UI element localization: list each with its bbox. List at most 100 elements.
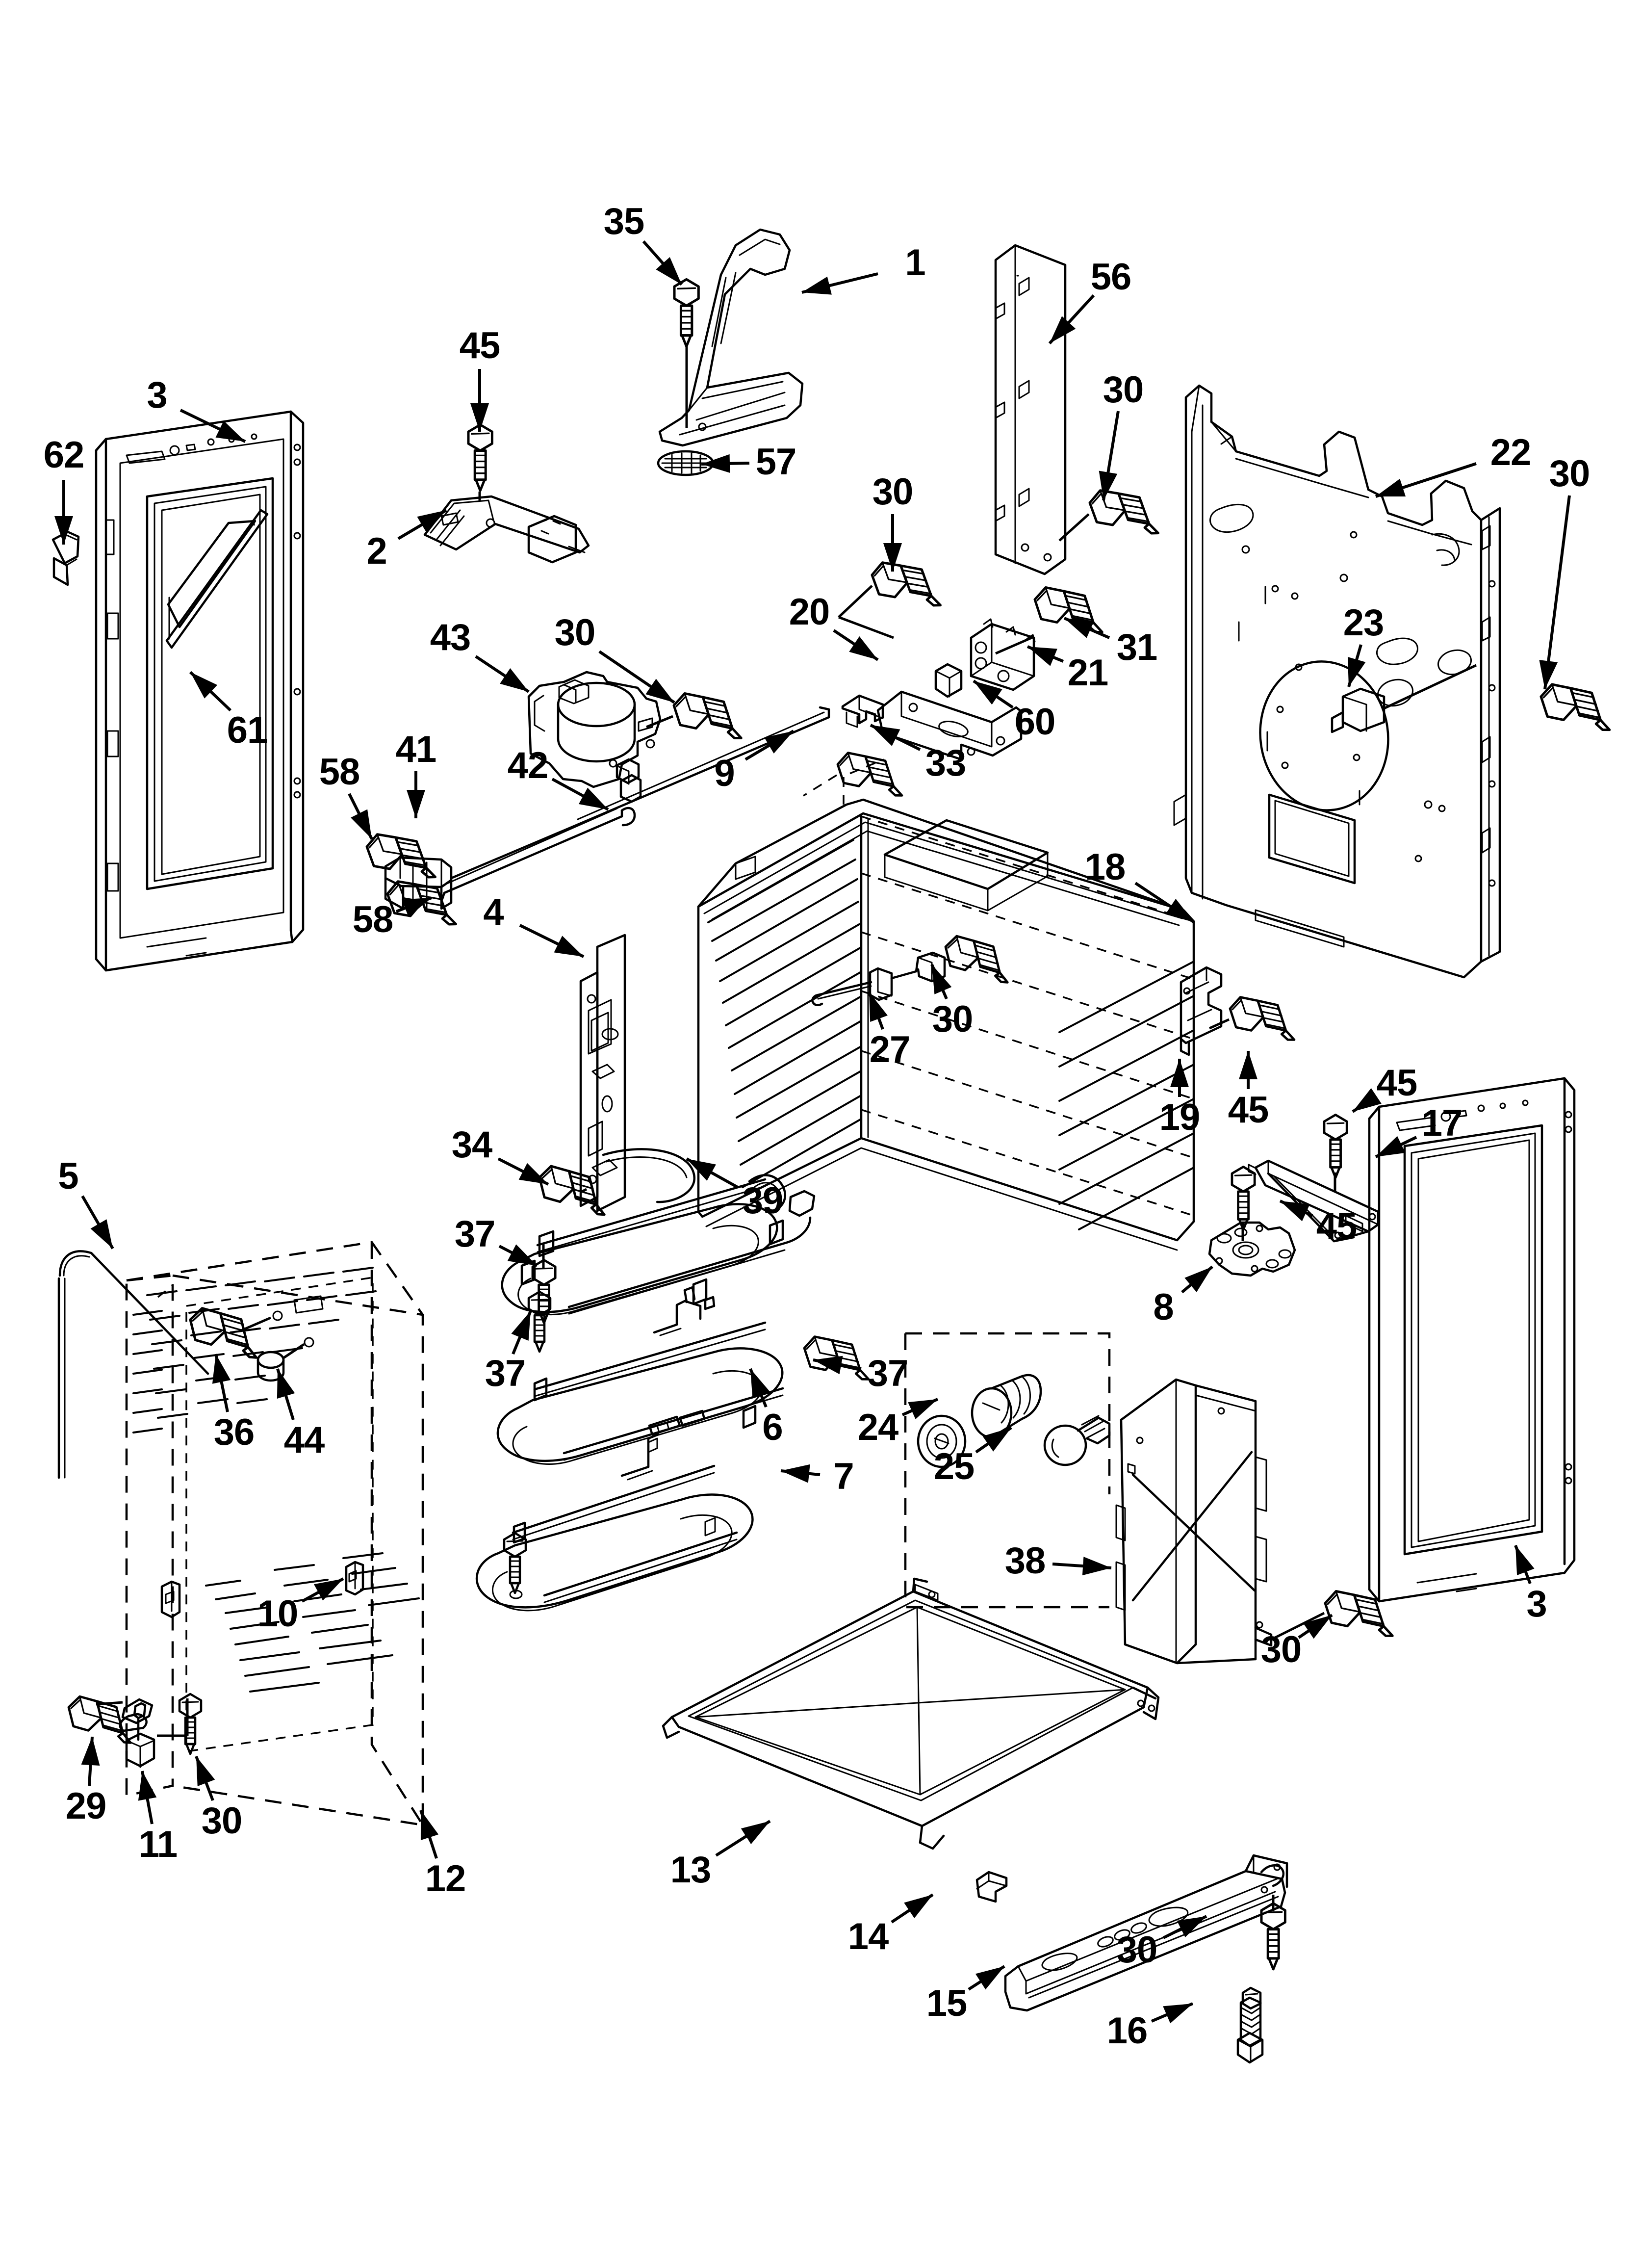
callout-3-left: 3 xyxy=(147,374,167,416)
callout-9: 9 xyxy=(714,753,735,794)
clip-33 xyxy=(841,694,884,728)
screw-30 xyxy=(1539,672,1610,747)
callout-37-b: 37 xyxy=(485,1353,526,1394)
callout-60: 60 xyxy=(1014,701,1056,743)
terminal-block xyxy=(970,618,1036,691)
callout-8: 8 xyxy=(1153,1286,1174,1328)
screw-30 xyxy=(180,1694,201,1754)
insulation-wrap xyxy=(125,1241,424,1826)
callout-17: 17 xyxy=(1421,1102,1463,1144)
callout-30-e: 30 xyxy=(932,998,974,1040)
handle-bracket xyxy=(658,228,804,447)
callout-14: 14 xyxy=(847,1916,889,1957)
screw-30 xyxy=(1323,1579,1392,1652)
callout-33: 33 xyxy=(925,742,967,784)
bushing xyxy=(1331,664,1477,733)
callout-25: 25 xyxy=(933,1446,975,1487)
broil-element xyxy=(475,1409,754,1612)
side-bracket xyxy=(423,495,590,564)
callout-42: 42 xyxy=(507,745,549,786)
callout-61: 61 xyxy=(227,709,268,751)
screw-35 xyxy=(674,279,698,346)
spacer-44 xyxy=(257,1337,314,1382)
callout-62: 62 xyxy=(43,434,85,476)
drawer-glide-clip xyxy=(975,1871,1008,1903)
callout-45-c: 45 xyxy=(1376,1062,1418,1104)
callout-22: 22 xyxy=(1490,432,1532,473)
callout-7: 7 xyxy=(833,1456,854,1497)
screw-30 xyxy=(869,549,940,624)
callout-5: 5 xyxy=(58,1155,78,1197)
screw-31 xyxy=(1032,575,1102,649)
latch-plate-4 xyxy=(579,934,626,1212)
callout-3-right: 3 xyxy=(1526,1583,1547,1625)
storage-drawer-pan xyxy=(662,1577,1160,1850)
callout-4: 4 xyxy=(483,891,504,933)
callout-31: 31 xyxy=(1116,626,1158,668)
bracket-19 xyxy=(1180,966,1223,1056)
callout-37-a: 37 xyxy=(454,1213,496,1255)
leveling-leg xyxy=(1236,1986,1264,2064)
leg-leveler-plate xyxy=(1208,1221,1296,1277)
callout-20: 20 xyxy=(789,591,830,633)
callout-19: 19 xyxy=(1159,1096,1201,1138)
callout-30-d: 30 xyxy=(554,612,596,653)
terminal-nut xyxy=(934,663,963,698)
callout-2: 2 xyxy=(366,530,387,572)
callout-45-d: 45 xyxy=(1316,1205,1358,1247)
callout-30-c: 30 xyxy=(872,471,914,513)
callout-39: 39 xyxy=(742,1180,784,1222)
callout-leaders xyxy=(54,240,1571,2024)
callout-23: 23 xyxy=(1343,602,1385,644)
side-panel-38 xyxy=(1115,1378,1273,1665)
callout-18: 18 xyxy=(1084,846,1126,888)
screw-30 xyxy=(1261,1903,1285,1969)
insulation-clip xyxy=(345,1561,364,1596)
callout-27: 27 xyxy=(869,1029,911,1070)
ground-stud xyxy=(119,1698,189,1768)
callout-34: 34 xyxy=(451,1124,493,1166)
door-clip xyxy=(51,530,80,586)
callout-45-b: 45 xyxy=(1228,1089,1269,1131)
callout-16: 16 xyxy=(1106,2010,1148,2052)
side-insulation-panel xyxy=(57,1250,209,1479)
callout-41: 41 xyxy=(395,729,437,770)
callout-36: 36 xyxy=(213,1411,255,1453)
callout-45-a: 45 xyxy=(459,325,501,366)
lamp-socket xyxy=(971,1374,1042,1439)
callout-29: 29 xyxy=(65,1785,107,1827)
rear-chassis-panel xyxy=(1173,384,1501,979)
callout-11: 11 xyxy=(138,1824,178,1865)
wire-rod-9 xyxy=(577,706,830,826)
callout-56: 56 xyxy=(1090,256,1132,298)
callout-6: 6 xyxy=(762,1407,783,1448)
callout-30-f: 30 xyxy=(1260,1629,1302,1670)
screw-45 xyxy=(1324,1115,1347,1177)
callout-58-b: 58 xyxy=(352,899,394,940)
callout-13: 13 xyxy=(670,1849,712,1891)
oven-door-frame-right xyxy=(1368,1077,1576,1603)
callout-30-a: 30 xyxy=(1103,369,1144,411)
oven-door-frame-left xyxy=(95,410,305,972)
rear-trim-panel xyxy=(994,244,1067,575)
callout-37-c: 37 xyxy=(867,1353,909,1394)
callout-10: 10 xyxy=(257,1593,299,1635)
convection-motor xyxy=(527,671,662,803)
callout-1: 1 xyxy=(905,242,925,284)
callout-44: 44 xyxy=(283,1419,325,1461)
callout-15: 15 xyxy=(926,1982,968,2024)
callout-38: 38 xyxy=(1004,1540,1046,1582)
callout-12: 12 xyxy=(425,1858,466,1900)
screw-30 xyxy=(671,681,741,755)
callout-58-a: 58 xyxy=(319,751,360,793)
lamp-lens xyxy=(917,1414,967,1468)
screw-45 xyxy=(1228,986,1294,1056)
screw-30 xyxy=(1087,477,1158,551)
motor-bracket xyxy=(441,809,623,900)
insulation-clip xyxy=(160,1580,181,1618)
callout-30-h: 30 xyxy=(1116,1929,1158,1971)
callout-21: 21 xyxy=(1067,652,1109,694)
oven-lamp xyxy=(1043,1415,1111,1466)
screw-45 xyxy=(1232,1167,1255,1229)
